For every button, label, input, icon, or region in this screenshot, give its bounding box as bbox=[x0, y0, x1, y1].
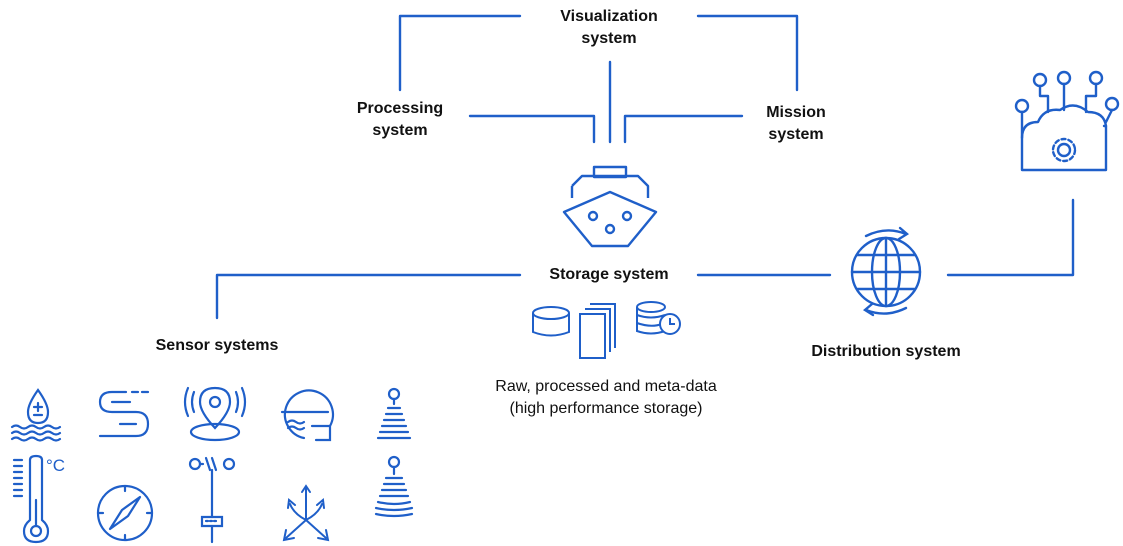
processing-line1: Processing bbox=[356, 100, 444, 117]
water-drop-icon bbox=[12, 390, 60, 441]
database-icon bbox=[533, 307, 569, 336]
storage-caption: Raw, processed and meta-data (high perfo… bbox=[446, 376, 766, 420]
database-clock-icon bbox=[637, 302, 680, 334]
visualization-system-label: Visualization system bbox=[526, 6, 692, 50]
storage-caption-line2: (high performance storage) bbox=[509, 400, 703, 417]
connector-visualization-mission bbox=[698, 16, 797, 90]
tide-sensor-icon bbox=[282, 391, 333, 440]
anemometer-icon bbox=[190, 458, 234, 542]
thermometer-icon bbox=[14, 456, 48, 542]
processing-system-label: Processing system bbox=[336, 98, 464, 142]
connector-processing-storage bbox=[470, 116, 594, 142]
connector-mission-storage bbox=[625, 116, 742, 142]
mission-line2: system bbox=[768, 126, 824, 143]
documents-icon bbox=[580, 304, 615, 358]
mission-line1: Mission bbox=[766, 104, 826, 121]
compass-icon bbox=[98, 486, 152, 540]
visualization-line2: system bbox=[581, 30, 637, 47]
storage-system-label: Storage system bbox=[549, 266, 669, 283]
sonar-buoy-icon bbox=[378, 389, 410, 438]
wind-direction-icon bbox=[284, 486, 328, 540]
sonar-wide-icon bbox=[376, 457, 412, 516]
temperature-unit-label: °C bbox=[46, 456, 66, 475]
ship-icon bbox=[564, 167, 656, 246]
connector-storage-sensors bbox=[217, 275, 520, 318]
distribution-system-label: Distribution system bbox=[811, 343, 961, 360]
connector-distribution-cloud bbox=[948, 200, 1073, 275]
connector-visualization-processing bbox=[400, 16, 520, 90]
location-signal-icon bbox=[185, 388, 245, 440]
storage-caption-line1: Raw, processed and meta-data bbox=[495, 378, 717, 395]
sensor-systems-label: Sensor systems bbox=[155, 337, 279, 354]
cloud-gear-icon bbox=[1016, 72, 1118, 170]
globe-icon bbox=[852, 228, 920, 315]
processing-line2: system bbox=[372, 122, 428, 139]
visualization-line1: Visualization bbox=[560, 8, 658, 25]
mission-system-label: Mission system bbox=[744, 102, 848, 146]
cable-icon bbox=[100, 392, 150, 436]
